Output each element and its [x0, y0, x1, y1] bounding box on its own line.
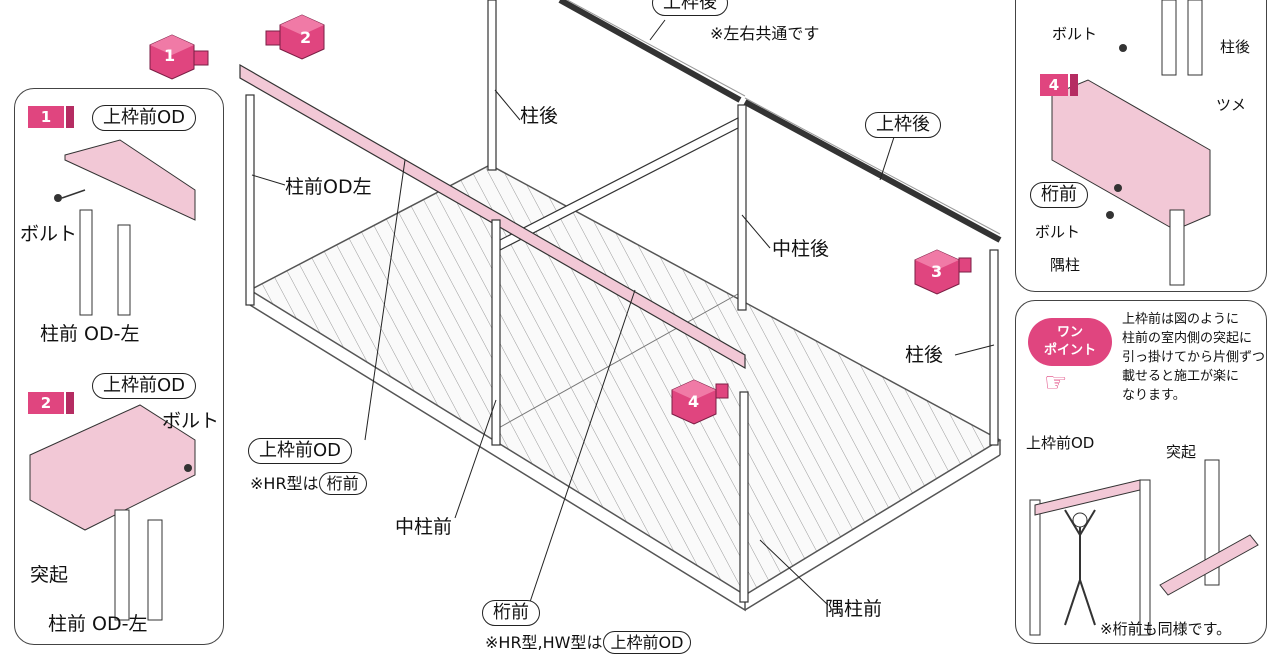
girder-front-label: 桁前: [482, 600, 540, 626]
post-back-left: [487, 0, 497, 171]
right-top-beam-label: 上枠後: [865, 112, 941, 138]
left-panel-drawing-2: [29, 404, 196, 621]
top-note: ※左右共通です: [710, 24, 820, 43]
corner-post-front: [739, 391, 749, 603]
middle-post-back: [737, 104, 747, 311]
step-2-tag-end: [66, 392, 74, 414]
rt-bolt-top-label: ボルト: [1052, 25, 1098, 43]
step-4-number: 4: [688, 392, 700, 411]
post-front-od-left-label: 柱前OD左: [285, 176, 372, 198]
left-step2-post-label: 柱前 OD-左: [48, 613, 148, 635]
hr-hw-note: ※HR型,HW型は上枠前OD: [485, 631, 692, 654]
rt-step-4-tag: 4: [1040, 74, 1068, 96]
rt-girder-label: 桁前: [1030, 182, 1088, 208]
top-beam-label-cut: 上枠後: [652, 0, 728, 16]
left-panel-drawing-1: [54, 139, 196, 316]
step-1-tag-end: [66, 106, 74, 128]
corner-post-front-label: 隅柱前: [825, 598, 883, 620]
left-detail-panel: [14, 88, 224, 645]
step-3-number: 3: [931, 262, 943, 281]
one-point-badge: ワン ポイント: [1028, 318, 1112, 366]
cube-step-icon: [671, 379, 729, 425]
rt-claw-label: ツメ: [1216, 96, 1247, 114]
left-step1-post-label: 柱前 OD-左: [40, 323, 140, 345]
step-1-number: 1: [164, 46, 176, 65]
middle-post-front: [491, 219, 501, 446]
right-top-panel-drawing: [1051, 0, 1211, 286]
right-bottom-tip-panel: [1015, 300, 1267, 644]
rb-protrusion-label: 突起: [1166, 443, 1197, 461]
rt-bolt-label: ボルト: [1035, 223, 1081, 241]
post-back-right: [989, 249, 999, 446]
pointing-hand-icon: ☞: [1044, 368, 1068, 398]
step-1-tag: 1: [28, 106, 64, 128]
rb-upper-front-od-label: 上枠前OD: [1026, 434, 1095, 452]
left-step1-part-label: 上枠前OD: [92, 105, 197, 131]
cube-step-icon: [914, 249, 972, 295]
left-step2-protrusion-label: 突起: [30, 564, 69, 586]
hr-hw-note-boxed: 上枠前OD: [602, 631, 692, 654]
right-top-detail-panel: [1015, 0, 1267, 292]
rt-corner-post-label: 隅柱: [1050, 256, 1081, 274]
back-top-beam-2: [743, 99, 1002, 243]
hr-hw-note-prefix: ※HR型,HW型は: [485, 633, 603, 652]
hr-note-boxed: 桁前: [318, 472, 367, 495]
left-step2-part-label: 上枠前OD: [92, 373, 197, 399]
rt-step-4-tag-end: [1070, 74, 1078, 96]
back-top-beam-1: [558, 0, 742, 103]
hr-note-prefix: ※HR型は: [250, 474, 319, 493]
left-step1-bolt-label: ボルト: [20, 223, 78, 245]
middle-post-back-label: 中柱後: [772, 238, 830, 260]
post-back-label: 柱後: [520, 105, 559, 127]
right-bottom-panel-drawing: [1029, 459, 1259, 636]
upper-front-beam: [239, 63, 746, 370]
step-2-number: 2: [300, 28, 312, 47]
upper-front-od-label: 上枠前OD: [248, 438, 353, 464]
post-back-right-label: 柱後: [905, 344, 944, 366]
step-2-tag: 2: [28, 392, 64, 414]
rb-footnote: ※桁前も同様です。: [1100, 620, 1232, 638]
rt-post-back-label: 柱後: [1220, 38, 1251, 56]
cube-step-icon: [149, 34, 209, 80]
middle-post-front-label: 中柱前: [395, 516, 453, 538]
cube-step-icon: [265, 14, 325, 60]
left-step2-bolt-label: ボルト: [162, 410, 220, 432]
one-point-tip: 上枠前は図のように 柱前の室内側の突起に 引っ掛けてから片側ずつ 載せると施工が…: [1122, 312, 1266, 403]
deck-floor: [248, 164, 1002, 596]
post-front-od-left: [245, 94, 255, 306]
hr-note: ※HR型は桁前: [250, 472, 367, 495]
